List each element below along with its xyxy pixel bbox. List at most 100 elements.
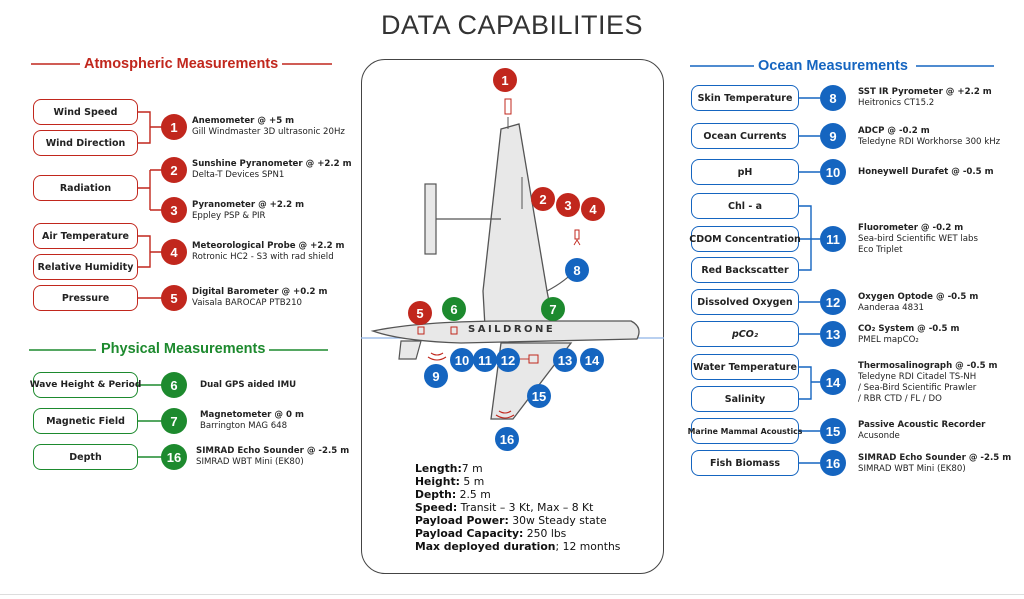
drone-marker-5: 5 xyxy=(408,301,432,325)
sensor-desc-10: Honeywell Durafet @ -0.5 m xyxy=(858,167,994,178)
sensor-detail: Teledyne RDI Workhorse 300 kHz xyxy=(858,137,1001,147)
pill-wave-height: Wave Height & Period xyxy=(30,372,141,398)
drone-marker-3: 3 xyxy=(556,193,580,217)
drone-marker-6: 6 xyxy=(442,297,466,321)
spec-speed: Speed: Transit – 3 Kt, Max – 8 Kt xyxy=(415,501,594,514)
sensor-name: Honeywell Durafet @ -0.5 m xyxy=(858,167,994,177)
pill-water-temperature: Water Temperature xyxy=(691,354,799,380)
pill-pressure: Pressure xyxy=(33,285,138,311)
pill-cdom: CDOM Concentration xyxy=(689,226,801,252)
sensor-name: Fluorometer @ -0.2 m xyxy=(858,223,964,233)
sensor-desc-3: Pyranometer @ +2.2 m Eppley PSP & PIR xyxy=(192,200,304,222)
drone-marker-15: 15 xyxy=(527,384,551,408)
sensor-desc-13: CO₂ System @ -0.5 m PMEL mapCO₂ xyxy=(858,324,959,346)
sensor-desc-8: SST IR Pyrometer @ +2.2 m Heitronics CT1… xyxy=(858,87,992,109)
pill-salinity: Salinity xyxy=(691,386,799,412)
sensor-detail: Barrington MAG 648 xyxy=(200,421,288,431)
sensor-badge-1: 1 xyxy=(161,114,187,140)
sensor-name: Passive Acoustic Recorder xyxy=(858,420,986,430)
spec-payload-power: Payload Power: 30w Steady state xyxy=(415,514,607,527)
sensor-badge-14: 14 xyxy=(820,369,846,395)
sensor-name: Digital Barometer @ +0.2 m xyxy=(192,287,328,297)
saildrone-label: SAILDRONE xyxy=(468,324,556,335)
spec-payload-capacity: Payload Capacity: 250 lbs xyxy=(415,527,567,540)
sensor-badge-7: 7 xyxy=(161,408,187,434)
sensor-desc-15: Passive Acoustic Recorder Acusonde xyxy=(858,420,985,442)
drone-marker-12: 12 xyxy=(496,348,520,372)
drone-marker-2: 2 xyxy=(531,187,555,211)
pill-depth: Depth xyxy=(33,444,138,470)
pill-radiation: Radiation xyxy=(33,175,138,201)
pill-wind-direction: Wind Direction xyxy=(33,130,138,156)
sensor-detail: Vaisala BAROCAP PTB210 xyxy=(192,298,303,308)
pill-marine-mammal: Marine Mammal Acoustics xyxy=(688,418,802,444)
pill-relative-humidity: Relative Humidity xyxy=(33,254,138,280)
sensor-name: Anemometer @ +5 m xyxy=(192,116,295,126)
pill-ocean-currents: Ocean Currents xyxy=(691,123,799,149)
sensor-desc-1: Anemometer @ +5 m Gill Windmaster 3D ult… xyxy=(192,116,345,138)
sensor-name: Meteorological Probe @ +2.2 m xyxy=(192,241,345,251)
bottom-divider xyxy=(0,594,1024,595)
sensor-detail: Eppley PSP & PIR xyxy=(192,211,266,221)
sensor-detail: Heitronics CT15.2 xyxy=(858,98,935,108)
sensor-badge-4: 4 xyxy=(161,239,187,265)
sensor-badge-12: 12 xyxy=(820,289,846,315)
sensor-badge-6: 6 xyxy=(161,372,187,398)
sensor-badge-3: 3 xyxy=(161,197,187,223)
sensor-desc-7: Magnetometer @ 0 m Barrington MAG 648 xyxy=(200,410,304,432)
sensor-desc-12: Oxygen Optode @ -0.5 m Aanderaa 4831 xyxy=(858,292,978,314)
drone-marker-9: 9 xyxy=(424,364,448,388)
sensor-name: SST IR Pyrometer @ +2.2 m xyxy=(858,87,992,97)
page-title: DATA CAPABILITIES xyxy=(380,10,644,40)
pill-chl-a: Chl - a xyxy=(691,193,799,219)
spec-depth: Depth: 2.5 m xyxy=(415,488,491,501)
pill-wind-speed: Wind Speed xyxy=(33,99,138,125)
sensor-desc-4: Meteorological Probe @ +2.2 m Rotronic H… xyxy=(192,241,345,263)
pill-ph: pH xyxy=(691,159,799,185)
saildrone-illustration xyxy=(361,98,664,420)
sensor-name: Pyranometer @ +2.2 m xyxy=(192,200,305,210)
sensor-badge-16-physical: 16 xyxy=(161,444,187,470)
drone-marker-7: 7 xyxy=(541,297,565,321)
drone-marker-14: 14 xyxy=(580,348,604,372)
drone-marker-10: 10 xyxy=(450,348,474,372)
sensor-detail: Gill Windmaster 3D ultrasonic 20Hz xyxy=(192,127,345,137)
sensor-detail: SIMRAD WBT Mini (EK80) xyxy=(858,464,966,474)
atmospheric-heading: Atmospheric Measurements xyxy=(80,56,283,72)
sensor-detail: Acusonde xyxy=(858,431,900,441)
sensor-detail: Rotronic HC2 - S3 with rad shield xyxy=(192,252,334,262)
pill-magnetic-field: Magnetic Field xyxy=(33,408,138,434)
sensor-desc-11: Fluorometer @ -0.2 m Sea-bird Scientific… xyxy=(858,223,978,256)
drone-marker-11: 11 xyxy=(473,348,497,372)
sensor-name: Thermosalinograph @ -0.5 m xyxy=(858,361,998,371)
drone-marker-13: 13 xyxy=(553,348,577,372)
sensor-name: Dual GPS aided IMU xyxy=(200,380,297,390)
pill-skin-temperature: Skin Temperature xyxy=(691,85,799,111)
sensor-badge-8: 8 xyxy=(820,85,846,111)
ocean-heading: Ocean Measurements xyxy=(754,58,912,74)
sensor-name: Oxygen Optode @ -0.5 m xyxy=(858,292,979,302)
sensor-detail: SIMRAD WBT Mini (EK80) xyxy=(196,457,304,467)
drone-marker-4: 4 xyxy=(581,197,605,221)
pill-pco2: pCO₂ xyxy=(691,321,799,347)
spec-max-duration: Max deployed duration; 12 months xyxy=(415,540,621,553)
sensor-badge-9: 9 xyxy=(820,123,846,149)
sensor-desc-5: Digital Barometer @ +0.2 m Vaisala BAROC… xyxy=(192,287,327,309)
drone-marker-8: 8 xyxy=(565,258,589,282)
sensor-badge-16: 16 xyxy=(820,450,846,476)
pill-air-temperature: Air Temperature xyxy=(33,223,138,249)
sensor-badge-13: 13 xyxy=(820,321,846,347)
sensor-detail: Delta-T Devices SPN1 xyxy=(192,170,285,180)
pill-fish-biomass: Fish Biomass xyxy=(691,450,799,476)
sensor-badge-10: 10 xyxy=(820,159,846,185)
sensor-detail: PMEL mapCO₂ xyxy=(858,335,919,345)
drone-marker-1: 1 xyxy=(493,68,517,92)
sensor-name: SIMRAD Echo Sounder @ -2.5 m xyxy=(196,446,350,456)
sensor-desc-9: ADCP @ -0.2 m Teledyne RDI Workhorse 300… xyxy=(858,126,1000,148)
sensor-detail: Teledyne RDI Citadel TS-NH xyxy=(858,372,977,382)
drone-marker-16: 16 xyxy=(495,427,519,451)
sensor-desc-6: Dual GPS aided IMU xyxy=(200,380,296,391)
sensor-name: CO₂ System @ -0.5 m xyxy=(858,324,960,334)
pill-red-backscatter: Red Backscatter xyxy=(691,257,799,283)
